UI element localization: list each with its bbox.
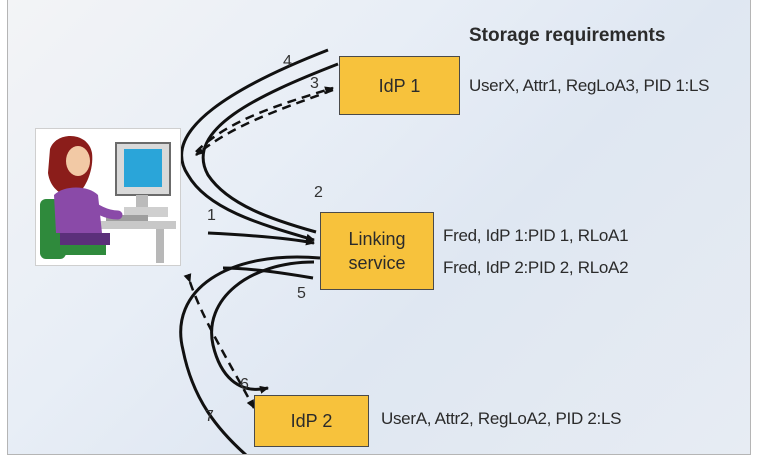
idp2-box: IdP 2 [254,395,369,447]
step-label-4: 4 [283,53,292,70]
linking-label-line2: service [348,253,406,273]
arrow-lower-outer [179,254,329,454]
linking-label-line1: Linking [348,229,406,249]
linking-service-box: Linking service [320,212,434,290]
arrow-1 [207,231,315,246]
step-label-5: 5 [297,285,306,302]
arrow-dashed-lower [183,273,256,409]
arrow-lower-inner [210,260,315,394]
idp2-storage: UserA, Attr2, RegLoA2, PID 2:LS [381,409,622,428]
idp1-storage: UserX, Attr1, RegLoA3, PID 1:LS [469,76,710,95]
idp1-label: IdP 1 [378,75,421,96]
step-label-2: 2 [314,184,323,201]
user-computer-icon [35,128,181,266]
step-label-7: 7 [205,408,214,425]
linking-storage-line1: Fred, IdP 1:PID 1, RLoA1 [443,226,629,245]
arrow-4-2 [180,48,329,242]
idp2-label: IdP 2 [290,411,333,431]
arrow-return-upper [201,62,339,234]
idp1-box: IdP 1 [339,56,460,115]
flow-arrows [179,48,339,454]
diagram-canvas: Storage requirements IdP 1 UserX, Attr1,… [7,0,751,455]
step-label-6: 6 [240,376,249,393]
arrow-3b [195,88,334,156]
step-label-3: 3 [310,75,319,92]
storage-requirements-heading: Storage requirements [469,25,666,46]
step-label-1: 1 [207,207,216,224]
linking-storage-line2: Fred, IdP 2:PID 2, RLoA2 [443,258,629,277]
